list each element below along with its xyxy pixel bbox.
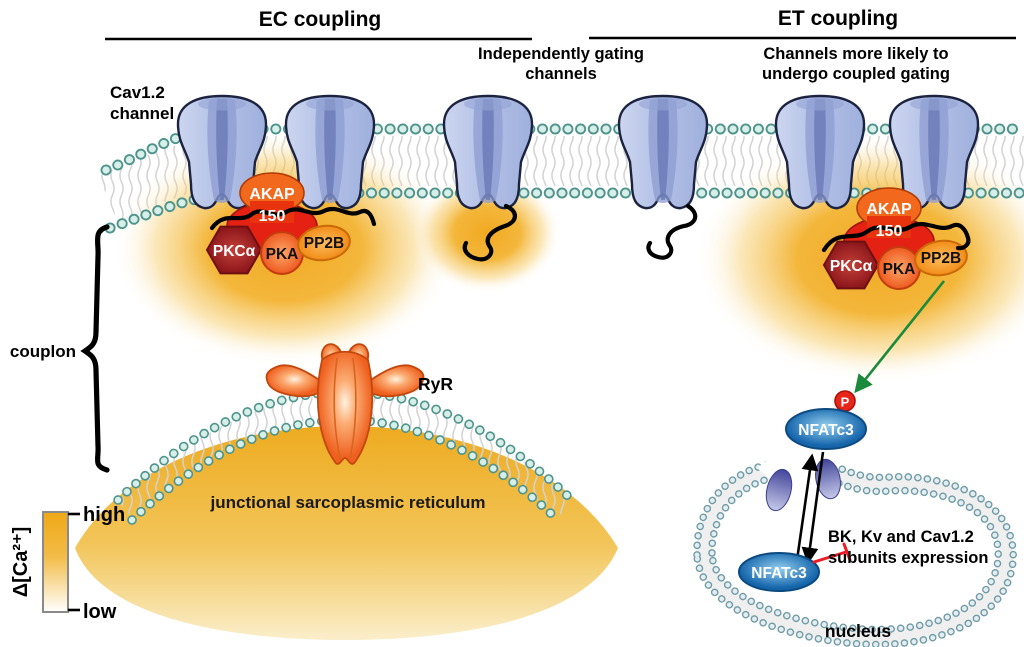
expression-label-line1: BK, Kv and Cav1.2 (828, 528, 974, 546)
nucleus-label: nucleus (825, 621, 891, 641)
nuclear-pore-protein-left (765, 468, 793, 512)
calcium-gradient-bar (42, 511, 69, 613)
nuclear-pore-gap (757, 438, 842, 508)
pp2b-label: PP2B (921, 250, 962, 267)
independent-gating-label-line2: channels (525, 65, 597, 83)
inhibition-line (812, 550, 848, 564)
akap-complex-left: AKAP 150 PKCα PKA PP2B (206, 172, 377, 275)
couplon-annotation: couplon (10, 224, 110, 473)
coupled-gating-label-line2: undergo coupled gating (762, 65, 950, 83)
cav12-channel-3 (442, 94, 534, 210)
channel-4-cterm-tail (646, 203, 698, 260)
ryr-channel (265, 343, 425, 465)
couplon-label: couplon (10, 342, 76, 361)
ryr-label: RyR (418, 374, 453, 394)
sr-lumen (75, 426, 618, 640)
akap-complex-right: AKAP 150 PKCα PKA PP2B (821, 187, 971, 290)
dephosphorylation-arrow (854, 280, 946, 394)
couplon-brace (80, 224, 110, 473)
akap-label: AKAP (866, 201, 912, 218)
calcium-legend: high low Δ[Ca²⁺] (10, 504, 125, 623)
ec-coupling-title: EC coupling (259, 8, 382, 31)
channel-cterm-tail-right-complex (821, 221, 971, 253)
calcium-glow-middle (413, 173, 561, 293)
nucleus: nucleus (693, 438, 1017, 647)
akap150-label: 150 (876, 223, 903, 240)
ryr-body (316, 350, 374, 465)
cav12-channel-label-line2: channel (110, 104, 174, 123)
ryr-left-wing (265, 364, 323, 398)
inhibition-tbar (842, 542, 852, 562)
ryr-seam-right (349, 357, 357, 459)
phosphate-label: P (841, 395, 850, 410)
legend-axis-label: Δ[Ca²⁺] (10, 527, 32, 597)
et-coupling-title: ET coupling (778, 7, 898, 30)
legend-low-label: low (83, 601, 117, 623)
cav12-channel-label-line1: Cav1.2 (110, 83, 165, 102)
pp2b-label: PP2B (304, 235, 345, 252)
pkca-label: PKCα (830, 258, 873, 275)
cav12-channel-4 (617, 94, 709, 210)
sr-head-row-outer (114, 388, 576, 504)
nfat-pathway: P NFATc3 NFATc3 BK, Kv and Cav1.2 subuni… (738, 280, 988, 592)
pkca-label: PKCα (213, 243, 256, 260)
coupled-gating-label-line1: Channels more likely to (763, 45, 948, 63)
jsr-label: junctional sarcoplasmic reticulum (210, 493, 486, 512)
cav12-channel-5 (774, 94, 866, 210)
independent-gating-label-line1: Independently gating (478, 45, 644, 63)
pka-label: PKA (266, 246, 299, 263)
cav12-channels (176, 94, 980, 262)
akap-label: AKAP (249, 186, 295, 203)
channel-3-cterm-tail (462, 203, 517, 262)
expression-label-line2: subunits expression (828, 549, 988, 567)
nfatc3-nucleus-label: NFATc3 (751, 565, 807, 582)
nfatc3-cytoplasm-label: NFATc3 (798, 422, 854, 439)
akap150-label: 150 (259, 208, 286, 225)
pka-label: PKA (883, 261, 916, 278)
section-headers: EC coupling ET coupling Independently ga… (105, 7, 1016, 123)
nfatc3-cytoplasm (785, 408, 867, 450)
nfatc3-nucleus (738, 552, 820, 592)
ryr-seam-left (333, 357, 341, 459)
channel-cterm-tail-left-complex (209, 206, 377, 231)
legend-high-label: high (83, 504, 125, 526)
ryr-right-wing (367, 364, 425, 398)
nuclear-export-arrow (795, 453, 819, 561)
nuclear-import-arrow (801, 451, 825, 565)
